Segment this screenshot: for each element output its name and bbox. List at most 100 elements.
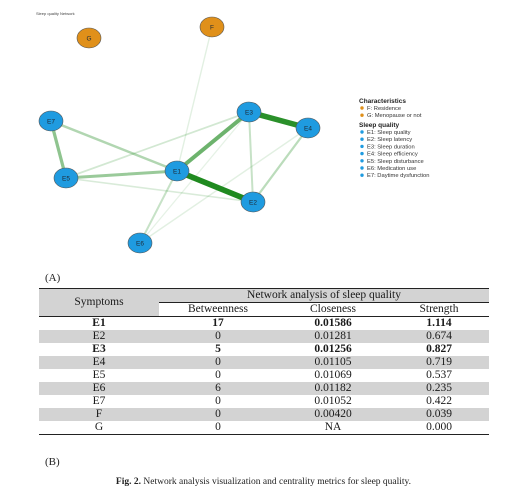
node-F: F bbox=[199, 16, 225, 38]
legend-dot bbox=[360, 159, 364, 163]
cell-betweenness: 5 bbox=[159, 343, 277, 356]
legend-sleep-title: Sleep quality bbox=[359, 122, 399, 129]
edge-E1-E6 bbox=[139, 170, 178, 244]
node-E4: E4 bbox=[295, 117, 321, 139]
node-circle-E5 bbox=[53, 167, 79, 189]
cell-strength: 0.674 bbox=[389, 330, 489, 343]
edge-E6-E4 bbox=[139, 127, 309, 244]
cell-closeness: 0.00420 bbox=[277, 408, 389, 421]
node-label-E7: E7 bbox=[47, 118, 55, 125]
node-E1: E1 bbox=[164, 160, 190, 182]
header-network-analysis: Network analysis of sleep quality bbox=[159, 288, 489, 303]
cell-closeness: 0.01052 bbox=[277, 395, 389, 408]
cell-strength: 0.537 bbox=[389, 369, 489, 382]
legend-characteristics-title: Characteristics bbox=[359, 98, 406, 105]
cell-betweenness: 0 bbox=[159, 330, 277, 343]
legend-item: E6: Medication use bbox=[367, 166, 416, 172]
legend-dot bbox=[360, 166, 364, 170]
edge-E4-E2 bbox=[251, 126, 310, 204]
node-label-E4: E4 bbox=[304, 125, 312, 132]
header-strength: Strength bbox=[389, 302, 489, 317]
header-closeness: Closeness bbox=[277, 302, 389, 317]
legend-dot bbox=[360, 151, 364, 156]
node-label-E5: E5 bbox=[62, 175, 70, 182]
cell-strength: 1.114 bbox=[389, 316, 489, 330]
cell-betweenness: 6 bbox=[159, 382, 277, 395]
legend-dot bbox=[360, 173, 364, 177]
centrality-table-container: Symptoms Network analysis of sleep quali… bbox=[39, 288, 489, 435]
cell-symptom: E5 bbox=[39, 369, 159, 382]
node-circle-E2 bbox=[240, 191, 266, 213]
node-label-E3: E3 bbox=[245, 109, 253, 116]
cell-symptom: E6 bbox=[39, 382, 159, 395]
network-title: Sleep quality Network bbox=[36, 11, 75, 16]
cell-strength: 0.235 bbox=[389, 382, 489, 395]
panel-label-a: (A) bbox=[45, 272, 61, 284]
edge-E1-E5 bbox=[64, 169, 179, 180]
cell-closeness: 0.01105 bbox=[277, 356, 389, 369]
node-circle-E7 bbox=[38, 110, 64, 132]
legend-item: E5: Sleep disturbance bbox=[367, 159, 424, 165]
panel-label-b: (B) bbox=[45, 456, 60, 468]
edge-E5-E3 bbox=[65, 111, 250, 179]
cell-symptom: E2 bbox=[39, 330, 159, 343]
legend-item: E1: Sleep quality bbox=[367, 130, 411, 136]
cell-betweenness: 0 bbox=[159, 395, 277, 408]
cell-symptom: E3 bbox=[39, 343, 159, 356]
node-circle-E6 bbox=[127, 232, 153, 254]
legend-dot bbox=[360, 113, 364, 117]
cell-strength: 0.422 bbox=[389, 395, 489, 408]
cell-betweenness: 0 bbox=[159, 369, 277, 382]
node-label-F: F bbox=[210, 24, 214, 31]
legend-dot bbox=[360, 130, 364, 134]
cell-closeness: 0.01069 bbox=[277, 369, 389, 382]
node-label-E2: E2 bbox=[249, 199, 257, 206]
node-E7: E7 bbox=[38, 110, 64, 132]
cell-symptom: E4 bbox=[39, 356, 159, 369]
cell-closeness: 0.01182 bbox=[277, 382, 389, 395]
network-edges bbox=[49, 26, 311, 244]
cell-symptom: G bbox=[39, 421, 159, 435]
header-betweenness: Betweenness bbox=[159, 302, 277, 317]
cell-symptom: F bbox=[39, 408, 159, 421]
node-E3: E3 bbox=[236, 101, 262, 123]
cell-symptom: E1 bbox=[39, 316, 159, 330]
cell-betweenness: 17 bbox=[159, 316, 277, 330]
node-circle-E1 bbox=[164, 160, 190, 182]
edge-E1-E7 bbox=[49, 119, 179, 173]
cell-symptom: E7 bbox=[39, 395, 159, 408]
caption-label: Fig. 2. bbox=[115, 477, 141, 487]
legend-dot bbox=[360, 144, 364, 149]
edge-E5-E2 bbox=[65, 177, 254, 203]
legend-dot bbox=[360, 106, 364, 110]
cell-betweenness: 0 bbox=[159, 421, 277, 435]
cell-closeness: 0.01281 bbox=[277, 330, 389, 343]
edge-E1-E3 bbox=[175, 110, 251, 173]
node-E2: E2 bbox=[240, 191, 266, 213]
node-label-E6: E6 bbox=[136, 240, 144, 247]
figure-caption: Fig. 2. Network analysis visualization a… bbox=[0, 477, 527, 487]
edge-E6-E3 bbox=[139, 111, 250, 244]
caption-text: Network analysis visualization and centr… bbox=[143, 477, 412, 487]
legend-item: E7: Daytime dysfunction bbox=[367, 173, 430, 179]
cell-closeness: 0.01256 bbox=[277, 343, 389, 356]
edge-E1-F bbox=[176, 26, 213, 172]
node-E5: E5 bbox=[53, 167, 79, 189]
legend-item: E4: Sleep efficiency bbox=[367, 152, 418, 158]
node-G: G bbox=[76, 27, 102, 49]
centrality-table: Symptoms Network analysis of sleep quali… bbox=[39, 288, 489, 435]
cell-strength: 0.039 bbox=[389, 408, 489, 421]
header-symptoms: Symptoms bbox=[39, 288, 159, 317]
edge-E3-E2 bbox=[248, 111, 254, 203]
